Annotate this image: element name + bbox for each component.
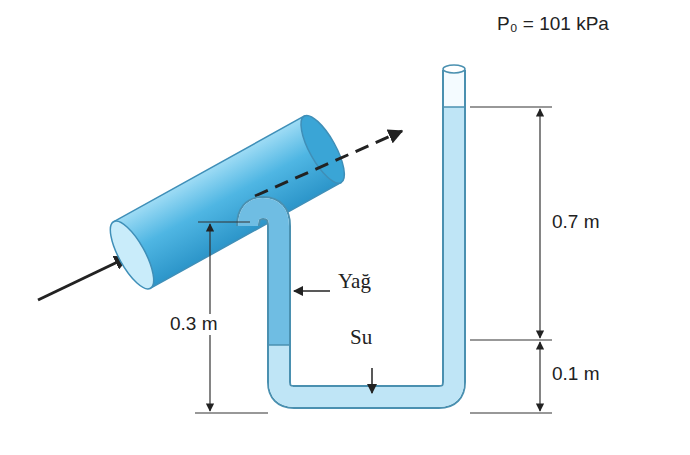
pointer-arrow (294, 290, 330, 292)
dimension-label: 0.7 m (552, 212, 600, 233)
u-tube (248, 65, 465, 397)
pointer-arrow (371, 368, 373, 393)
pressure-label: P₀ = 101 kPa (497, 14, 609, 35)
oil-column (248, 208, 279, 345)
fluid-label: Yağ (338, 270, 371, 293)
flow-arrow (38, 257, 128, 300)
dimension-label: 0.1 m (552, 364, 600, 385)
dimension-label: 0.3 m (168, 314, 220, 335)
pipe (102, 110, 352, 295)
water-column (279, 107, 454, 397)
dimension-lines (195, 107, 552, 413)
fluid-label: Su (350, 326, 372, 349)
flow-arrow (255, 131, 402, 196)
